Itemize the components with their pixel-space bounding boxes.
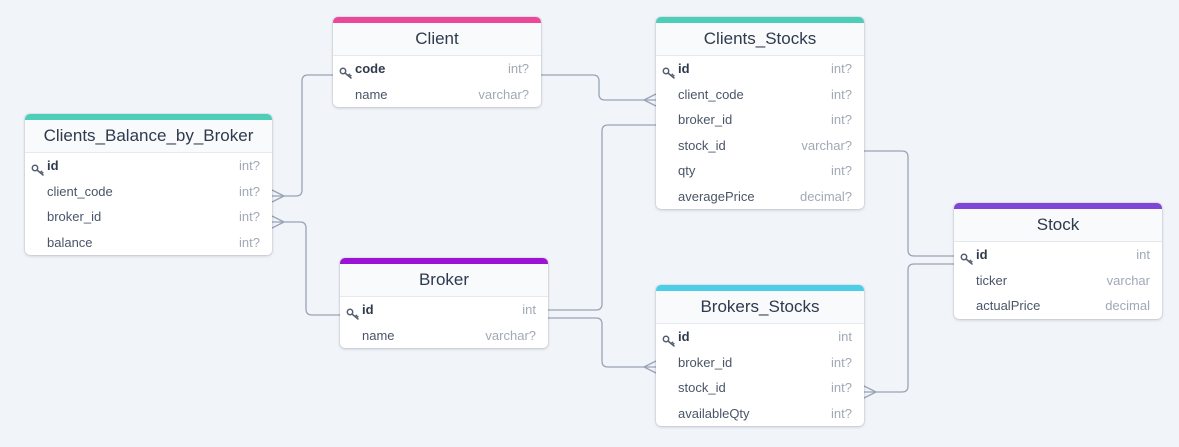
field-name: availableQty (678, 405, 750, 421)
field-name: stock_id (678, 137, 726, 153)
key-icon (339, 62, 353, 79)
field-row-actual-price[interactable]: actualPrice decimal (954, 293, 1162, 319)
field-type: int? (831, 354, 852, 370)
crows-foot-marker (643, 360, 657, 374)
table-header-color-bar (340, 258, 548, 264)
field-row-broker-id[interactable]: broker_id int? (656, 350, 864, 376)
field-name: name (362, 327, 395, 343)
edge-client-clients-balance (272, 74, 333, 197)
field-row-code[interactable]: code int? (333, 56, 541, 82)
field-name: balance (47, 234, 93, 250)
field-row-client-code[interactable]: client_code int? (25, 179, 272, 205)
field-name: id (678, 329, 690, 344)
field-name: stock_id (678, 380, 726, 395)
field-type: int? (831, 163, 852, 178)
field-row-broker-id[interactable]: broker_id int? (656, 107, 864, 133)
table-title: Broker (340, 264, 548, 297)
table-title: Client (333, 23, 541, 56)
crows-foot-marker (643, 93, 657, 107)
key-icon (662, 62, 676, 79)
field-type: int? (239, 158, 260, 173)
field-name: broker_id (47, 209, 102, 224)
table-title: Brokers_Stocks (656, 291, 864, 324)
edge-broker-brokers-stocks (548, 317, 656, 368)
key-icon (662, 330, 676, 347)
table-header-color-bar (656, 285, 864, 291)
field-type: int (1136, 247, 1150, 262)
field-name: ticker (976, 272, 1008, 288)
key-icon (960, 248, 974, 265)
field-type: int? (508, 61, 529, 76)
field-row-id[interactable]: id int? (25, 153, 272, 179)
edge-clients-stocks-stock (864, 150, 954, 257)
field-name: broker_id (678, 112, 733, 127)
field-row-stock-id[interactable]: stock_id varchar? (656, 133, 864, 159)
field-row-id[interactable]: id int (340, 297, 548, 323)
field-name: id (678, 61, 690, 76)
field-type: varchar (1106, 272, 1150, 288)
table-title: Clients_Stocks (656, 23, 864, 56)
field-name: actualPrice (976, 298, 1041, 313)
field-type: int? (831, 61, 852, 76)
table-header-color-bar (954, 203, 1162, 209)
table-clients-stocks[interactable]: Clients_Stocks id int? client_code int? … (656, 17, 864, 209)
key-icon (346, 303, 360, 320)
table-brokers-stocks[interactable]: Brokers_Stocks id int broker_id int? sto… (656, 285, 864, 426)
crows-foot-marker (271, 189, 285, 203)
field-name: id (976, 247, 988, 262)
field-type: int? (831, 112, 852, 127)
field-type: int (838, 329, 852, 344)
field-row-average-price[interactable]: averagePrice decimal? (656, 184, 864, 210)
table-stock[interactable]: Stock id int ticker varchar actualPrice … (954, 203, 1162, 319)
field-row-name[interactable]: name varchar? (333, 82, 541, 108)
field-name: client_code (47, 183, 113, 199)
field-row-qty[interactable]: qty int? (656, 158, 864, 184)
field-row-stock-id[interactable]: stock_id int? (656, 375, 864, 401)
crows-foot-marker (271, 215, 285, 229)
field-row-balance[interactable]: balance int? (25, 230, 272, 256)
field-row-client-code[interactable]: client_code int? (656, 82, 864, 108)
field-type: varchar? (485, 327, 536, 343)
field-type: decimal (1105, 298, 1150, 313)
table-broker[interactable]: Broker id int name varchar? (340, 258, 548, 348)
field-type: int? (831, 86, 852, 102)
field-row-broker-id[interactable]: broker_id int? (25, 204, 272, 230)
field-name: id (362, 302, 374, 317)
field-row-id[interactable]: id int (656, 324, 864, 350)
crows-foot-marker (863, 385, 877, 399)
table-title: Clients_Balance_by_Broker (25, 120, 272, 153)
edge-broker-clients-balance (272, 221, 340, 316)
field-row-available-qty[interactable]: availableQty int? (656, 401, 864, 427)
field-type: int? (239, 183, 260, 199)
field-name: averagePrice (678, 188, 755, 204)
field-name: id (47, 158, 59, 173)
field-name: qty (678, 163, 696, 178)
field-name: name (355, 86, 388, 102)
table-client[interactable]: Client code int? name varchar? (333, 17, 541, 107)
edge-broker-clients-stocks (548, 124, 656, 311)
field-row-id[interactable]: id int (954, 242, 1162, 268)
table-title: Stock (954, 209, 1162, 242)
edge-stock-brokers-stocks (864, 263, 954, 393)
field-row-ticker[interactable]: ticker varchar (954, 268, 1162, 294)
field-type: decimal? (799, 188, 852, 204)
field-name: broker_id (678, 354, 733, 370)
edge-client-clients-stocks (541, 74, 656, 101)
field-type: int? (831, 405, 852, 421)
field-type: int? (239, 209, 260, 224)
field-type: varchar? (478, 86, 529, 102)
field-type: int? (239, 234, 260, 250)
table-clients-balance-by-broker[interactable]: Clients_Balance_by_Broker id int? client… (25, 114, 272, 255)
field-name: code (355, 61, 386, 76)
table-header-color-bar (333, 17, 541, 23)
field-type: int? (831, 380, 852, 395)
table-header-color-bar (25, 114, 272, 120)
field-type: varchar? (801, 137, 852, 153)
field-type: int (522, 302, 536, 317)
key-icon (31, 159, 45, 176)
field-row-id[interactable]: id int? (656, 56, 864, 82)
table-header-color-bar (656, 17, 864, 23)
field-name: client_code (678, 86, 744, 102)
field-row-name[interactable]: name varchar? (340, 323, 548, 349)
